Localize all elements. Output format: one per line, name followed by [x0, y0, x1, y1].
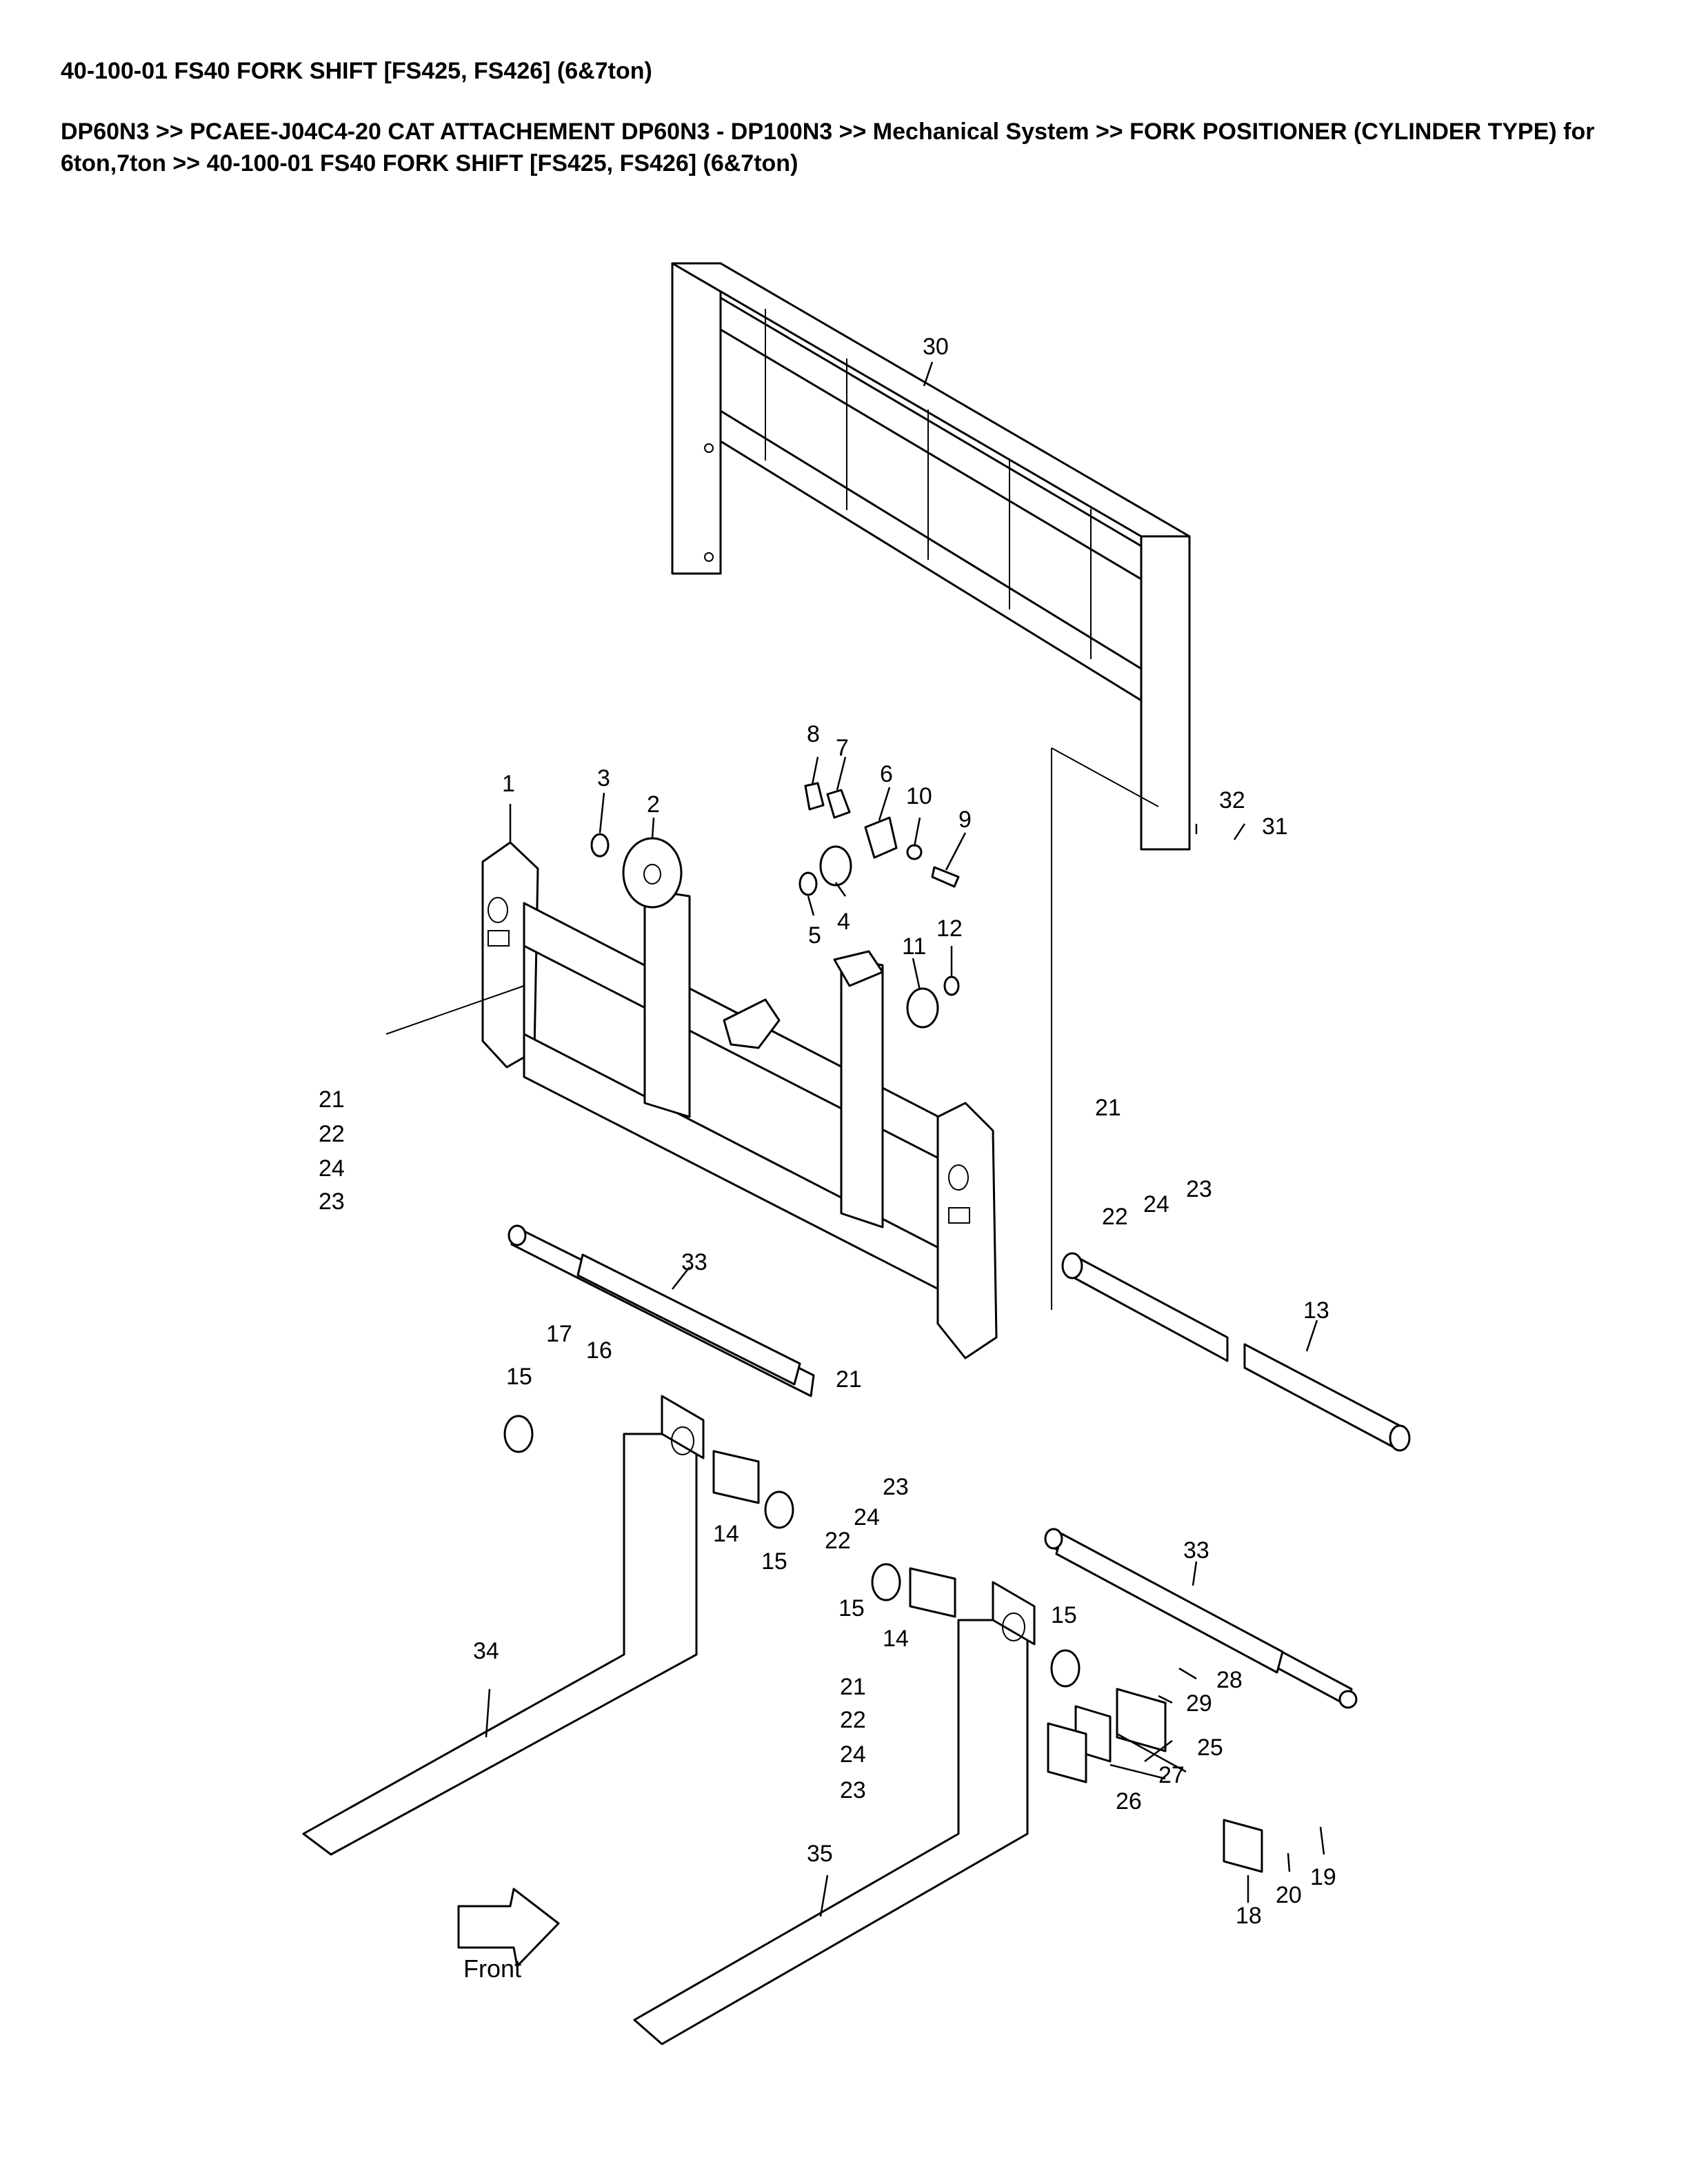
front-label: Front	[463, 1954, 521, 1983]
callout-30: 30	[923, 334, 949, 360]
callout-9: 9	[958, 807, 972, 833]
callout-6: 6	[880, 761, 893, 787]
callout-10: 10	[906, 783, 932, 809]
callout-15: 15	[506, 1364, 532, 1390]
callout-22: 22	[840, 1707, 866, 1733]
upper-roller-parts	[590, 782, 960, 1029]
callout-25: 25	[1197, 1735, 1223, 1761]
callout-22: 22	[1102, 1204, 1128, 1230]
callout-33: 33	[1183, 1537, 1209, 1564]
leader-lines	[385, 361, 1325, 1917]
callout-19: 19	[1310, 1864, 1336, 1890]
callout-21: 21	[1095, 1095, 1121, 1121]
callout-32: 32	[1219, 787, 1245, 813]
callout-24: 24	[1143, 1191, 1169, 1217]
callout-7: 7	[836, 735, 849, 761]
callout-15: 15	[761, 1548, 787, 1575]
callout-33: 33	[681, 1249, 707, 1275]
callout-24: 24	[854, 1504, 880, 1530]
callout-26: 26	[1116, 1788, 1142, 1814]
callout-16: 16	[586, 1337, 612, 1364]
callout-11: 11	[902, 933, 926, 960]
callout-29: 29	[1186, 1690, 1212, 1717]
breadcrumb: DP60N3 >> PCAEE-J04C4-20 CAT ATTACHEMENT…	[61, 119, 1595, 176]
callout-20: 20	[1276, 1882, 1302, 1908]
callout-14: 14	[713, 1521, 739, 1547]
front-direction-arrow	[457, 1888, 560, 1968]
callout-5: 5	[808, 922, 821, 949]
callout-27: 27	[1158, 1762, 1185, 1788]
callout-15: 15	[838, 1595, 865, 1621]
callout-23: 23	[883, 1474, 909, 1500]
carriage-shaft	[1061, 1252, 1411, 1452]
callout-12: 12	[936, 916, 963, 942]
callout-17: 17	[546, 1321, 572, 1347]
callout-21: 21	[840, 1674, 866, 1700]
fork-carriage-frame	[481, 841, 998, 1359]
hydraulic-cylinders	[508, 1224, 1358, 1709]
callout-1: 1	[502, 771, 515, 797]
callout-13: 13	[1303, 1297, 1329, 1324]
right-fork	[633, 1581, 1036, 2045]
callout-4: 4	[837, 909, 850, 935]
bushings-and-seals	[503, 1415, 1263, 1873]
callout-24: 24	[840, 1741, 866, 1768]
page-title: 40-100-01 FS40 FORK SHIFT [FS425, FS426]…	[61, 58, 652, 84]
callout-34: 34	[473, 1638, 499, 1664]
callout-22: 22	[319, 1121, 345, 1147]
callout-24: 24	[319, 1155, 345, 1182]
callout-23: 23	[840, 1777, 866, 1803]
callout-22: 22	[825, 1528, 851, 1554]
callout-15: 15	[1051, 1602, 1077, 1628]
callout-23: 23	[319, 1189, 345, 1215]
callout-21: 21	[319, 1086, 345, 1113]
callout-2: 2	[647, 791, 660, 818]
callout-8: 8	[807, 721, 820, 747]
callout-18: 18	[1236, 1903, 1262, 1929]
callout-14: 14	[883, 1626, 909, 1652]
callout-28: 28	[1216, 1667, 1243, 1693]
callout-35: 35	[807, 1841, 833, 1867]
left-fork	[302, 1395, 705, 1856]
callout-21: 21	[836, 1366, 862, 1393]
callout-3: 3	[597, 765, 610, 791]
callout-labels: 1 2 3 4 5 6 7 8 9 10 11 12 13 14 14 15 1…	[319, 334, 1336, 1929]
callout-23: 23	[1186, 1176, 1212, 1202]
callout-31: 31	[1262, 813, 1288, 840]
load-backrest	[671, 262, 1191, 851]
